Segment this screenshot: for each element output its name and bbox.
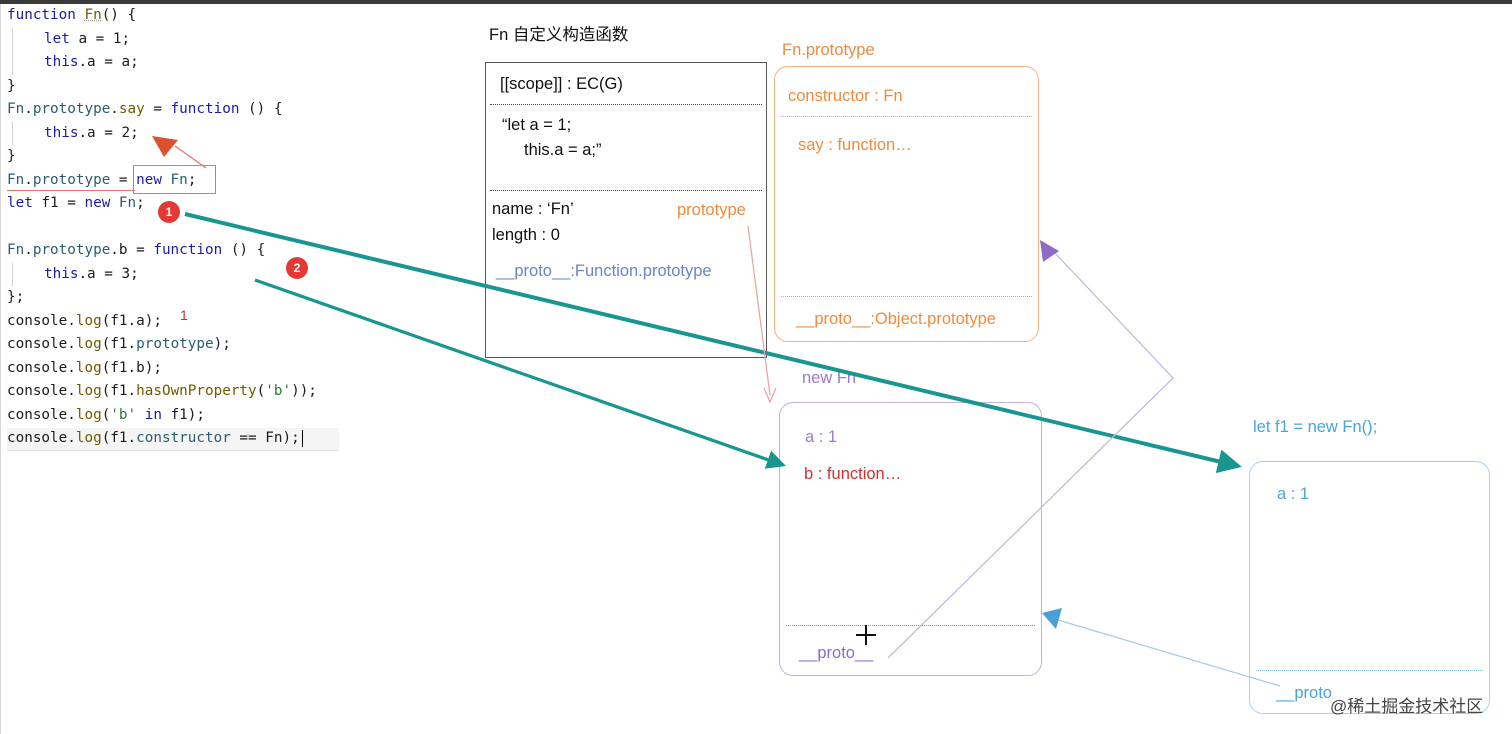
arrow-add-b [254,278,787,469]
new-fn-proto: __proto__ [799,644,874,662]
fn-scope: [[scope]] : EC(G) [500,75,623,93]
code-line: this.a = 3; [7,262,347,287]
red-pointer-line [174,145,207,169]
f1-proto: __proto [1276,684,1332,702]
prototype-pointer-line [747,225,771,396]
fn-proto: __proto__:Function.prototype [496,262,712,280]
new-fn-title: new Fn [802,369,857,387]
proto-say: say : function… [798,136,912,154]
fn-box-title: Fn 自定义构造函数 [489,26,629,44]
move-cursor-icon [856,625,876,645]
proto-constructor: constructor : Fn [788,87,903,105]
new-fn-b: b : function… [804,465,902,483]
proto-proto: __proto__:Object.prototype [796,310,996,328]
code-line: console.log(f1.hasOwnProperty('b')); [7,383,317,399]
text-caret [301,429,304,447]
code-line: function Fn() { [7,7,137,23]
editor-edge [0,4,1,734]
current-line-highlight [7,428,339,451]
code-line: Fn.prototype.say = function () { [7,101,283,117]
divider [490,104,762,105]
f1-title: let f1 = new Fn(); [1253,418,1378,436]
divider [781,116,1032,117]
red-pointer-arrowhead [152,136,178,157]
fn-function-heap: [[scope]] : EC(G) “let a = 1; this.a = a… [485,62,767,358]
divider [490,190,762,191]
code-line: let f1 = new Fn; [7,195,145,211]
step-badge-2: 2 [286,257,308,279]
code-line: let a = 1; [7,27,347,52]
code-line: Fn.prototype.b = function () { [7,242,266,258]
output-note: 1 [180,307,188,323]
code-line: console.log(f1.a); [7,312,162,329]
new-fn-heap: a : 1 b : function… __proto__ [779,402,1042,676]
code-line: console.log(f1.prototype); [7,336,231,352]
watermark: @稀土掘金技术社区 [1330,697,1484,716]
proto-link-newfn-head [1040,240,1059,262]
code-line: console.log(f1.b); [7,359,162,376]
code-line: } [7,148,16,164]
fn-prototype-heap: constructor : Fn say : function… __proto… [774,66,1039,342]
fn-name: name : ‘Fn’ [492,200,574,218]
divider [781,296,1032,297]
code-line: console.log(f1.constructor == Fn); [7,427,347,451]
f1-heap: a : 1 __proto [1249,461,1490,714]
f1-a: a : 1 [1277,485,1310,503]
proto-link-f1 [1057,619,1281,687]
fn-body-line2: this.a = a;” [524,141,602,159]
highlight-new-fn [133,165,216,194]
code-line: console.log('b' in f1); [7,406,206,423]
code-line: this.a = 2; [7,121,347,146]
fn-body-line1: “let a = 1; [502,116,572,134]
code-line: Fn.prototype = new Fn; [7,171,197,188]
window-top-bar [0,0,1512,4]
arrow-create-f1 [184,212,1242,474]
proto-link-newfn [887,251,1174,659]
underline-fn-prototype [7,190,135,192]
prototype-pointer-head [763,387,777,404]
prototype-label: prototype [675,201,748,220]
proto-link-f1-head [1042,608,1062,629]
step-badge-1: 1 [158,201,180,223]
divider [1256,670,1483,671]
code-line: this.a = a; [7,51,347,75]
prototype-box-title: Fn.prototype [782,41,875,59]
fn-length: length : 0 [492,226,560,244]
code-editor[interactable]: function Fn() { let a = 1; this.a = a; }… [7,4,347,451]
code-line: } [7,77,16,94]
new-fn-a: a : 1 [805,428,838,446]
code-line: }; [7,289,25,305]
divider [786,625,1035,626]
